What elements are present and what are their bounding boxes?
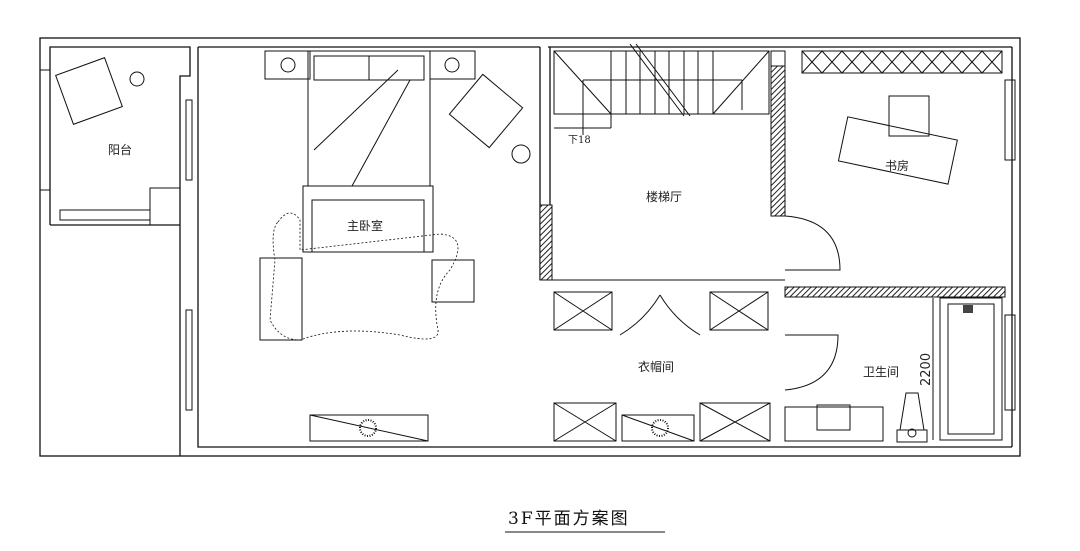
label-cloakroom: 衣帽间 [638,359,674,374]
label-stair-hall: 楼梯厅 [646,189,682,204]
outer-walls [39,37,1021,457]
bathroom-fixtures: 2200 [784,297,1003,443]
stair-note: 下18 [568,135,591,146]
label-bathroom: 卫生间 [863,365,899,379]
dimension-2200: 2200 [919,353,934,386]
balcony-furniture [55,57,181,226]
hatched-wall [784,286,1006,298]
study-furniture [784,50,1003,271]
bedroom-furniture [259,50,531,442]
cloakroom-furniture [540,279,839,442]
label-master-bedroom: 主卧室 [347,218,383,233]
plan-title: 3F平面方案图 [508,509,630,529]
hatched-wall [539,204,553,281]
label-study: 书房 [885,158,909,173]
staircase: 下18 [553,43,786,146]
label-balcony: 阳台 [108,142,132,157]
hatched-wall [770,65,786,217]
